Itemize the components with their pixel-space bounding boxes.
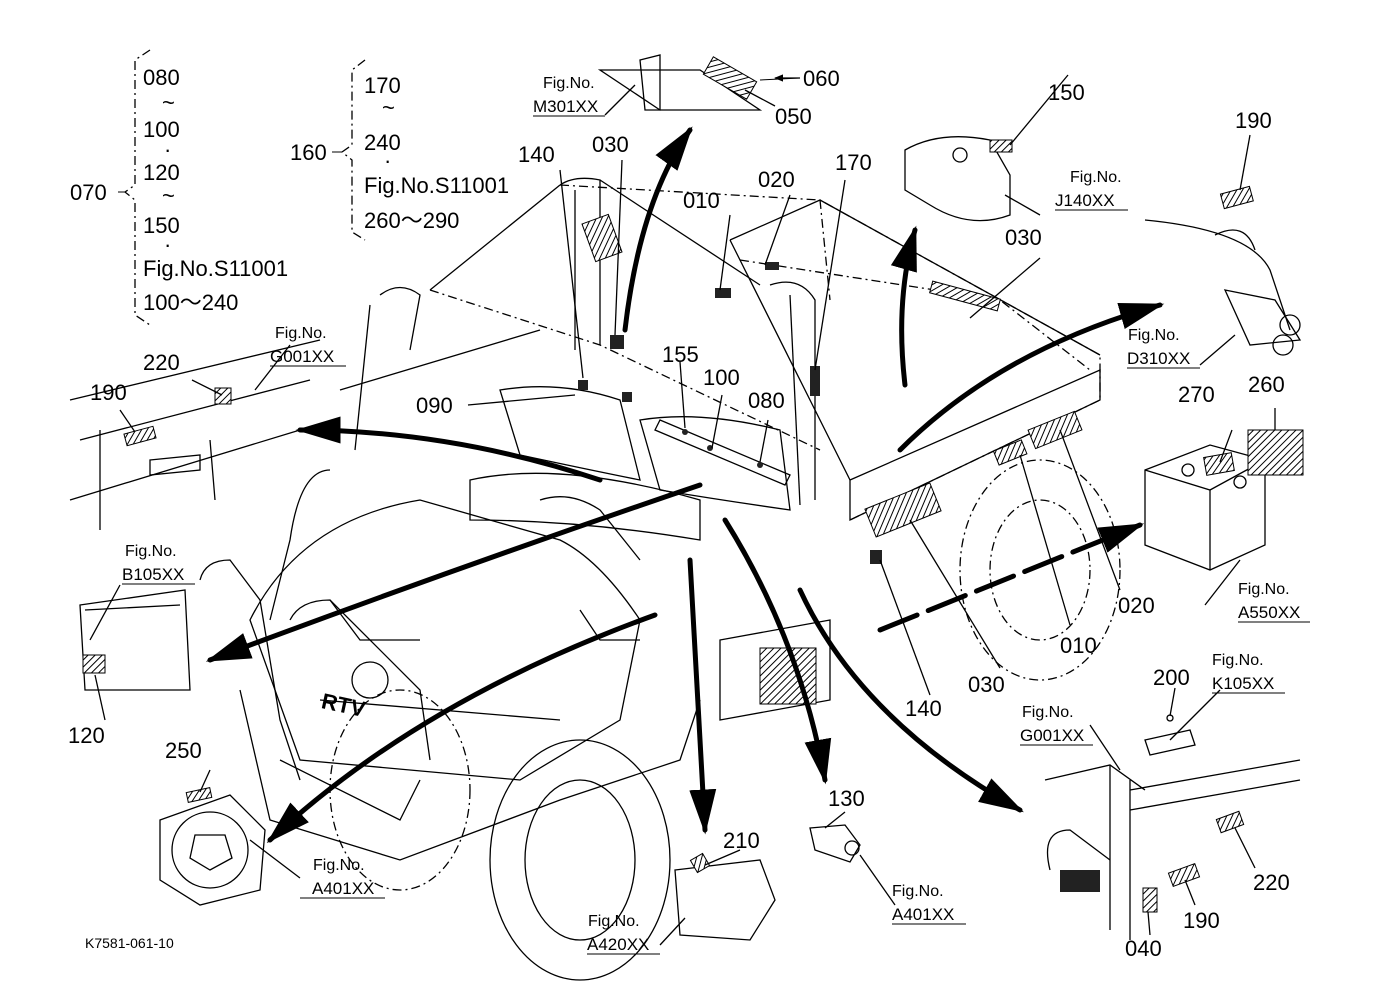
fig-ref-caption: Fig.No. — [1212, 652, 1264, 669]
part-label: 090 — [416, 393, 453, 418]
group-160-line: ~ — [382, 95, 395, 120]
fig-ref-caption: Fig.No. — [313, 857, 365, 874]
group-160: 160 170 ~ 240 · Fig.No.S11001 260～290 — [290, 59, 509, 241]
group-160-line: 240 — [364, 130, 401, 155]
group-070-line: 080 — [143, 65, 180, 90]
group-070-line: ~ — [162, 90, 175, 115]
fig-ref-code: K105XX — [1212, 674, 1274, 693]
part-label: 170 — [835, 150, 872, 175]
fig-ref-caption: Fig.No. — [1022, 704, 1074, 721]
fig-ref-code: G001XX — [270, 347, 334, 366]
part-label: 140 — [905, 696, 942, 721]
part-label: 030 — [1005, 225, 1042, 250]
fig-ref-caption: Fig.No. — [275, 325, 327, 342]
group-070-line: 120 — [143, 160, 180, 185]
document-code: K7581-061-10 — [85, 935, 174, 951]
part-label: 190 — [1183, 908, 1220, 933]
fig-ref-caption: Fig.No. — [1128, 327, 1180, 344]
group-070-line: ~ — [162, 183, 175, 208]
figure-references: Fig.No. M301XX Fig.No. J140XX Fig.No. D3… — [122, 75, 1310, 955]
subassembly-sketches — [69, 54, 1304, 941]
part-label: 270 — [1178, 382, 1215, 407]
group-160-line: · — [384, 148, 391, 173]
part-labels: 060 050 150 190 140 030 020 170 010 030 … — [68, 66, 1290, 961]
fig-ref-code: M301XX — [533, 97, 598, 116]
group-070-line: 100 — [143, 117, 180, 142]
leader-lines — [89, 74, 1276, 946]
fig-ref-caption: Fig.No. — [1238, 581, 1290, 598]
group-070-line: · — [164, 232, 171, 257]
group-070-ref: 070 — [70, 180, 107, 205]
part-label: 020 — [1118, 593, 1155, 618]
fig-ref-caption: Fig.No. — [892, 883, 944, 900]
part-label: 020 — [758, 167, 795, 192]
part-label: 260 — [1248, 372, 1285, 397]
part-label: 150 — [1048, 80, 1085, 105]
part-label: 080 — [748, 388, 785, 413]
part-label: 190 — [90, 380, 127, 405]
group-070-line: · — [164, 137, 171, 162]
group-160-ref: 160 — [290, 140, 327, 165]
fig-ref-code: A420XX — [587, 935, 649, 954]
fig-ref-caption: Fig.No. — [543, 75, 595, 92]
part-label: 030 — [592, 132, 629, 157]
fig-ref-code: A401XX — [892, 905, 954, 924]
group-160-line: 170 — [364, 73, 401, 98]
part-label: 040 — [1125, 936, 1162, 961]
vehicle-badge: RTV — [319, 688, 368, 722]
group-070-line: 150 — [143, 213, 180, 238]
group-070: 070 080 ~ 100 · 120 ~ 150 · Fig.No.S1100… — [70, 49, 288, 326]
fig-ref-caption: Fig.No. — [588, 913, 640, 930]
group-070-line: Fig.No.S11001 — [143, 256, 288, 281]
fig-ref-caption: Fig.No. — [1070, 169, 1122, 186]
part-label: 030 — [968, 672, 1005, 697]
part-label: 190 — [1235, 108, 1272, 133]
group-160-line: Fig.No.S11001 — [364, 173, 509, 198]
part-label: 210 — [723, 828, 760, 853]
fig-ref-code: J140XX — [1055, 191, 1115, 210]
fig-ref-code: A401XX — [312, 879, 374, 898]
group-160-line: 260～290 — [364, 208, 459, 233]
part-label: 250 — [165, 738, 202, 763]
vehicle-drawing: RTV — [199, 177, 1121, 981]
group-070-line: 100～240 — [143, 290, 238, 315]
part-label: 220 — [1253, 870, 1290, 895]
part-label: 220 — [143, 350, 180, 375]
part-label: 130 — [828, 786, 865, 811]
part-label: 155 — [662, 342, 699, 367]
callout-arrows — [205, 126, 1165, 844]
part-label: 140 — [518, 142, 555, 167]
fig-ref-code: A550XX — [1238, 603, 1300, 622]
part-label: 010 — [683, 188, 720, 213]
fig-ref-code: B105XX — [122, 565, 184, 584]
part-label: 200 — [1153, 665, 1190, 690]
part-label: 060 — [803, 66, 840, 91]
part-label: 100 — [703, 365, 740, 390]
part-label: 120 — [68, 723, 105, 748]
fig-ref-code: G001XX — [1020, 726, 1084, 745]
fig-ref-code: D310XX — [1127, 349, 1190, 368]
part-label: 050 — [775, 104, 812, 129]
part-label: 010 — [1060, 633, 1097, 658]
fig-ref-caption: Fig.No. — [125, 543, 177, 560]
